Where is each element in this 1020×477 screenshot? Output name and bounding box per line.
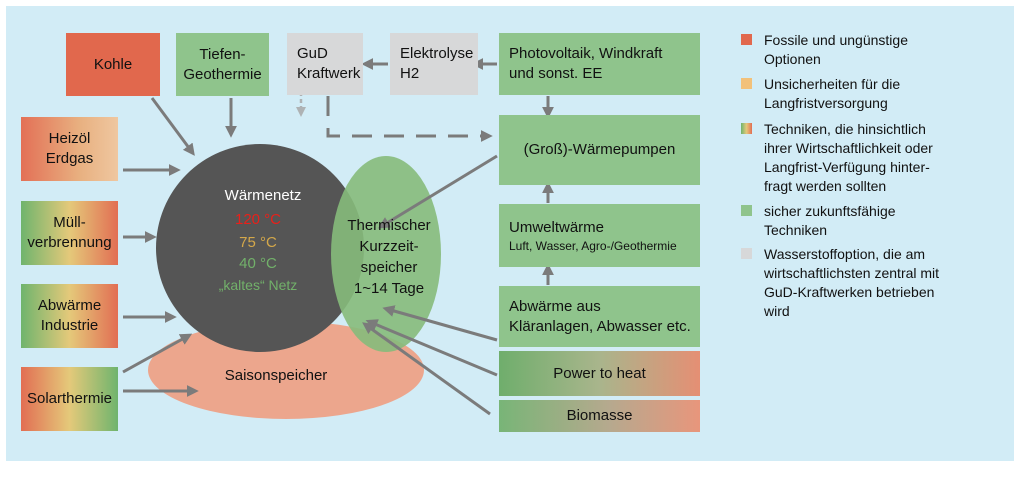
temperature-40: 40 °C: [239, 255, 277, 272]
box-abwaerme-ind-line2: Industrie: [40, 317, 99, 334]
box-gud-line1: GuD: [297, 45, 328, 62]
box-umwelt-line1: Umweltwärme: [509, 218, 605, 236]
box-biomasse: Biomasse: [499, 400, 700, 432]
box-heizoel-line1: Heizöl: [48, 130, 91, 147]
arrow-gud-waermepumpen-dashed: [326, 96, 493, 142]
box-pv-line1: Photovoltaik, Windkraft: [509, 45, 663, 62]
box-gud-kraftwerk: GuD Kraftwerk: [287, 33, 363, 95]
box-tiefen-line2: Geothermie: [183, 65, 262, 83]
legend-text-uncertain-2: Langfristversorgung: [764, 95, 888, 111]
kurzzeitspeicher-ellipse: [331, 156, 441, 352]
box-elektrolyse: Elektrolyse H2: [390, 33, 478, 95]
box-waermepumpen: (Groß)-Wärmepumpen: [499, 115, 700, 185]
arrow-solar-top: [122, 333, 193, 374]
legend-text-questionable-4: fragt werden sollten: [764, 178, 887, 194]
box-elektro-line1: Elektrolyse: [400, 45, 474, 62]
kurzzeit-line3: speicher: [361, 259, 418, 276]
legend-item-uncertain: Unsicherheiten für die Langfristversorgu…: [741, 75, 900, 113]
box-solar-label: Solarthermie: [26, 390, 113, 407]
kurzzeit-line4: 1~14 Tage: [354, 280, 424, 297]
box-abwaerme-industrie: Abwärme Industrie: [21, 284, 118, 348]
box-tiefen-line1: Tiefen-: [199, 45, 246, 63]
box-photovoltaik: Photovoltaik, Windkraft und sonst. EE: [499, 33, 700, 95]
box-umweltwaerme: Umweltwärme Luft, Wasser, Agro-/Geotherm…: [499, 204, 700, 267]
box-abwaerme-klaer-line2: Kläranlagen, Abwasser etc.: [509, 317, 691, 335]
arrow-power-kurzzeit: [365, 319, 498, 377]
waermenetz-title: Wärmenetz: [225, 187, 302, 204]
legend-text-sustainable-2: Techniken: [764, 222, 828, 238]
legend-text-hydrogen-3: GuD-Kraftwerken betrieben: [764, 284, 935, 300]
legend-text-hydrogen-4: wird: [764, 303, 790, 319]
box-heizoel-erdgas: Heizöl Erdgas: [21, 117, 118, 181]
legend-text-sustainable-1: sicher zukunftsfähige: [764, 203, 896, 219]
legend-text-hydrogen-2: wirtschaftlichsten zentral mit: [764, 265, 940, 281]
arrow-klaer-kurzzeit: [382, 305, 498, 342]
legend-text-fossil-1: Fossile und ungünstige: [764, 32, 908, 48]
temperature-75: 75 °C: [239, 234, 277, 251]
box-waermepumpen-label: (Groß)-Wärmepumpen: [523, 141, 676, 158]
kurzzeit-line2: Kurzzeit-: [359, 238, 418, 255]
box-muellverbrennung: Müll- verbrennung: [21, 201, 118, 265]
box-power-label: Power to heat: [553, 364, 646, 382]
box-muell-line1: Müll-: [53, 214, 86, 231]
box-umwelt-line2: Luft, Wasser, Agro-/Geothermie: [509, 238, 677, 253]
box-abwaerme-klaeranlagen: Abwärme aus Kläranlagen, Abwasser etc.: [499, 286, 700, 347]
saisonspeicher-ellipse: [148, 321, 424, 419]
saisonspeicher-label: Saisonspeicher: [225, 367, 328, 384]
legend-text-fossil-2: Optionen: [764, 51, 821, 67]
legend-swatch-fossil: [741, 34, 752, 45]
waermenetz-circle: [156, 144, 364, 352]
legend-item-sustainable: sicher zukunftsfähige Techniken: [741, 202, 896, 240]
legend-text-uncertain-1: Unsicherheiten für die: [764, 76, 901, 92]
box-abwaerme-klaer-line1: Abwärme aus: [509, 297, 601, 315]
box-tiefengeothermie: Tiefen- Geothermie: [176, 33, 269, 96]
legend-swatch-questionable: [741, 123, 752, 134]
box-kohle-label: Kohle: [93, 55, 133, 73]
legend-swatch-sustainable: [741, 205, 752, 216]
kurzzeit-line1: Thermischer: [347, 217, 430, 234]
arrow-kohle: [150, 97, 195, 156]
arrow-waermepumpen-kurzzeit: [377, 154, 498, 229]
legend-text-questionable-3: Langfrist-Verfügung hinter-: [764, 159, 930, 175]
legend-item-fossil: Fossile und ungünstige Optionen: [741, 31, 908, 69]
box-power-to-heat: Power to heat: [499, 351, 700, 396]
box-heizoel-line2: Erdgas: [45, 150, 94, 167]
box-biomasse-label: Biomasse: [566, 407, 633, 424]
box-kohle: Kohle: [66, 33, 160, 96]
legend-item-questionable: Techniken, die hinsichtlich ihrer Wirtsc…: [741, 120, 933, 196]
box-muell-line2: verbrennung: [27, 234, 112, 251]
box-solarthermie: Solarthermie: [21, 367, 118, 431]
arrow-biomasse-kurzzeit: [362, 322, 491, 416]
box-elektro-line2: H2: [400, 65, 420, 82]
legend-item-hydrogen: Wasserstoffoption, die am wirtschaftlich…: [741, 245, 939, 321]
legend-swatch-uncertain: [741, 78, 752, 89]
kaltes-netz: „kaltes“ Netz: [219, 277, 298, 293]
box-abwaerme-ind-line1: Abwärme: [37, 297, 102, 314]
box-pv-line2: und sonst. EE: [509, 65, 603, 82]
legend-text-hydrogen-1: Wasserstoffoption, die am: [764, 246, 926, 262]
temperature-120: 120 °C: [235, 211, 281, 228]
legend-text-questionable-2: ihrer Wirtschaftlichkeit oder: [764, 140, 933, 156]
legend-text-questionable-1: Techniken, die hinsichtlich: [764, 121, 926, 137]
box-gud-line2: Kraftwerk: [297, 65, 361, 82]
legend-swatch-hydrogen: [741, 248, 752, 259]
